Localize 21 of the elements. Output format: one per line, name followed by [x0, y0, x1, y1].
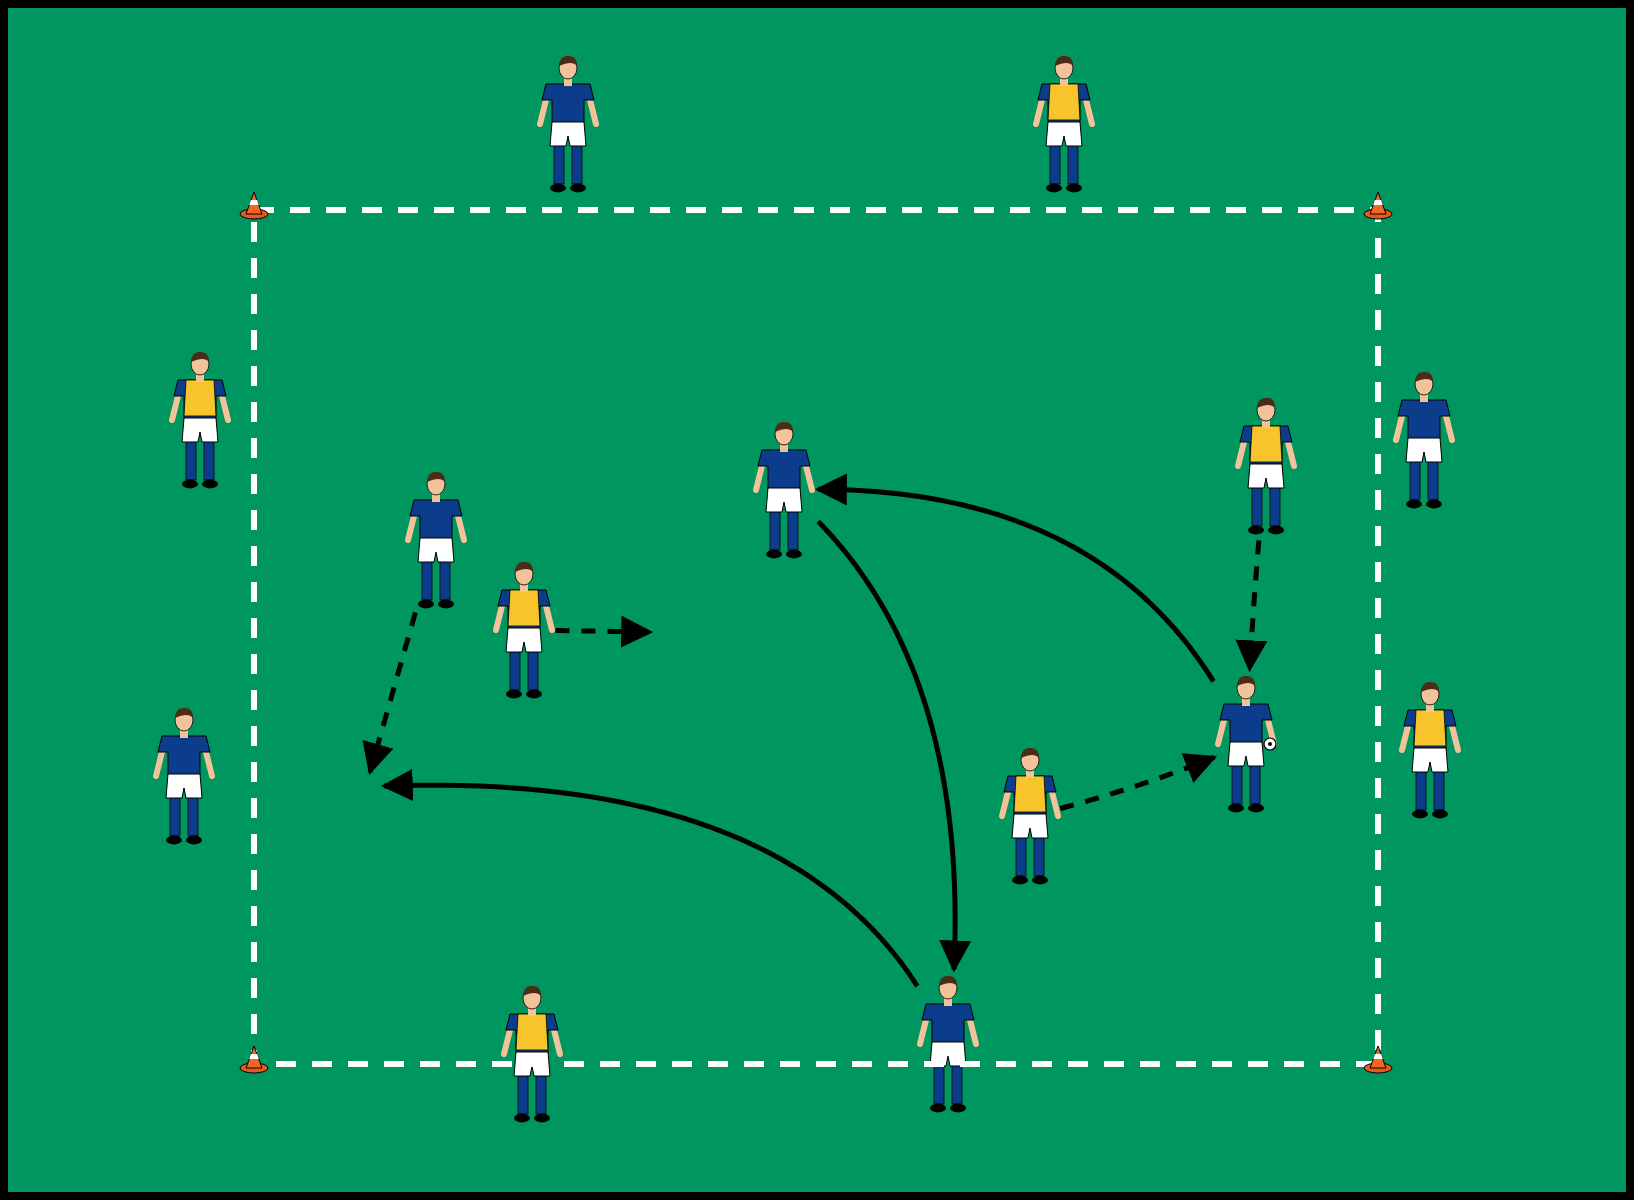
dashed-run-arrow: [554, 615, 654, 648]
dashed-run-arrow: [1235, 540, 1268, 673]
player-figure: [154, 704, 214, 848]
pass-arrow: [816, 519, 972, 973]
dashed-run-arrow: [362, 611, 418, 776]
bib-player-figure: [170, 348, 230, 492]
player-figure: [538, 52, 598, 196]
pass-arrow: [380, 769, 920, 988]
pass-arrow: [814, 473, 1216, 683]
bib-player-figure: [1236, 394, 1296, 538]
bib-player-figure: [502, 982, 562, 1126]
player-figure: [1216, 672, 1276, 816]
player-figure: [1394, 368, 1454, 512]
player-figure: [918, 972, 978, 1116]
bib-player-figure: [494, 558, 554, 702]
bib-player-figure: [1000, 744, 1060, 888]
dashed-run-arrow: [1059, 753, 1218, 811]
player-figure: [754, 418, 814, 562]
player-figure: [406, 468, 466, 612]
bib-player-figure: [1034, 52, 1094, 196]
bib-player-figure: [1400, 678, 1460, 822]
